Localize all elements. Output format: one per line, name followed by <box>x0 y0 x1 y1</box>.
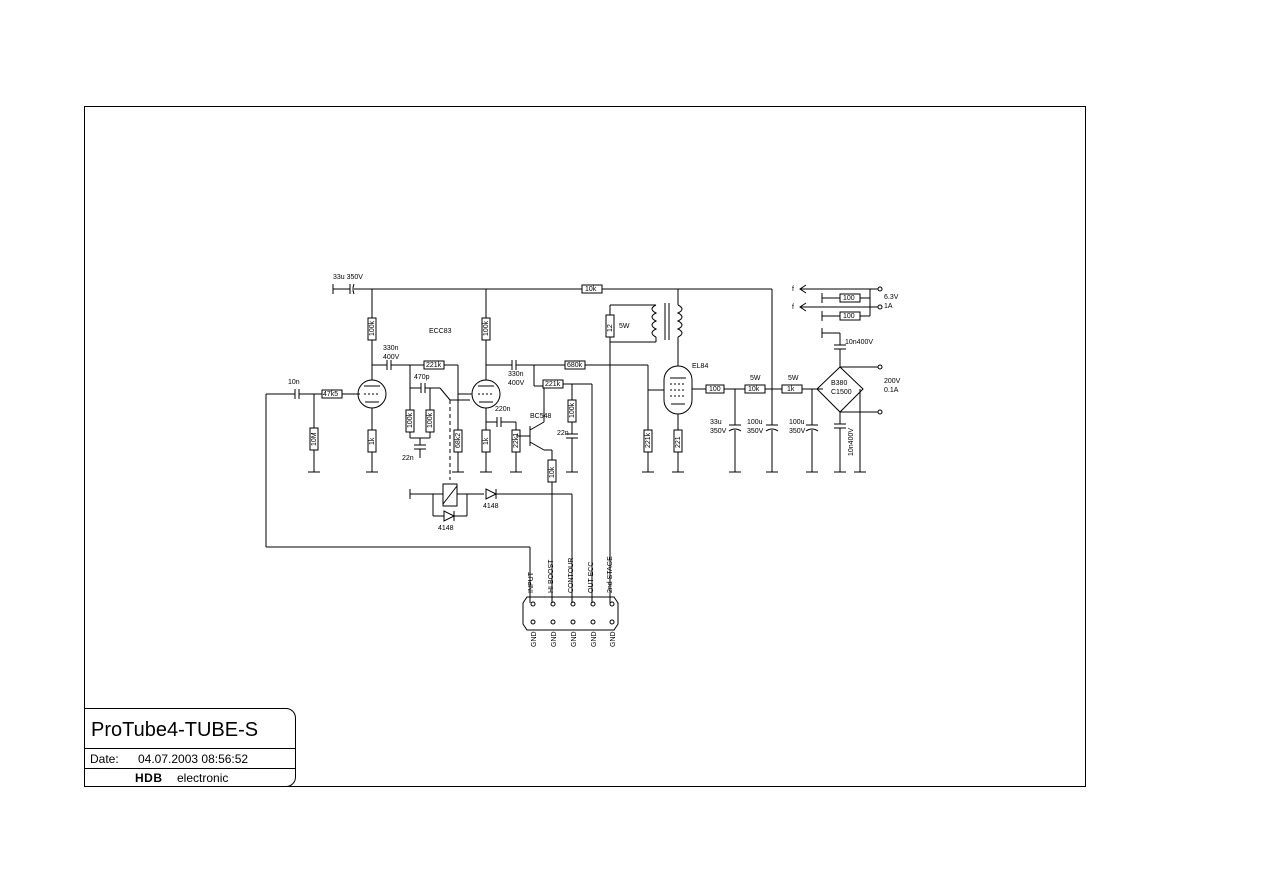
label-r-680k: 680k <box>567 362 583 369</box>
label-r-plate2: 100k <box>483 320 490 336</box>
label-r-100: 100 <box>709 386 721 393</box>
label-sw-5w-c: 5W <box>788 375 799 382</box>
label-sw-5w-b: 5W <box>750 375 761 382</box>
label-c-10n-bot: 10n400V <box>848 428 855 456</box>
tube-1 <box>357 289 572 522</box>
supply-rail <box>332 283 773 389</box>
connector <box>522 596 619 631</box>
label-r-plate1: 100k <box>369 320 376 336</box>
label-r-22k1: 22k1 <box>513 433 520 448</box>
label-c-220n: 220n <box>495 406 511 413</box>
tube-2 <box>458 289 654 603</box>
label-f1: f <box>792 286 794 293</box>
drawing-frame <box>84 106 1086 787</box>
label-r-221-cath: 221 <box>675 436 682 448</box>
label-c-in: 10n <box>288 379 300 386</box>
label-r-12: 12 <box>607 324 614 332</box>
label-r-100k-b: 100k <box>427 412 434 428</box>
label-r-in: 47k5 <box>323 391 338 398</box>
label-r-coupling: 221k <box>426 362 442 369</box>
pin-label-hi-boost: HI BOOST <box>548 559 555 593</box>
label-r-10k-r: 10k <box>748 386 760 393</box>
label-r-grid: 10M <box>311 432 318 446</box>
label-r-10k-top: 10k <box>585 286 597 293</box>
pin-label-gnd-3: GND <box>571 631 578 647</box>
company-logo: HDB <box>135 771 163 785</box>
label-diode2: 4148 <box>483 503 499 510</box>
pin-label-gnd-1: GND <box>531 631 538 647</box>
label-r-1k: 1k <box>787 386 795 393</box>
label-r-221k-b: 221k <box>545 381 561 388</box>
pin-label-gnd-2: GND <box>551 631 558 647</box>
label-r-cathode2: 1k <box>483 437 490 445</box>
label-r-68k2: 68k2 <box>455 433 462 448</box>
label-c-supply: 33u 350V <box>333 274 363 281</box>
label-transistor: BC548 <box>530 413 552 420</box>
pin-label-gnd-4: GND <box>591 631 598 647</box>
label-r-heat1: 100 <box>843 295 855 302</box>
label-c-470p: 470p <box>414 374 430 381</box>
label-c-22n-a: 22n <box>402 455 414 462</box>
label-tube-el: EL84 <box>692 363 708 370</box>
pin-label-gnd-5: GND <box>610 631 617 647</box>
label-r-221k-c: 221k <box>645 432 652 448</box>
label-r-100k-c: 100k <box>569 402 576 418</box>
pin-label-2nd-stage: 2nd STAGE <box>607 556 614 593</box>
title-divider <box>85 748 295 749</box>
label-r-100k-a: 100k <box>407 412 414 428</box>
label-diode1: 4148 <box>438 525 454 532</box>
input-stage <box>265 389 531 603</box>
output-stage <box>605 303 745 603</box>
label-c-10n-top: 10n400V <box>845 339 873 346</box>
pin-label-input: INPUT <box>528 571 535 593</box>
date-label: Date: <box>90 752 119 766</box>
label-sw-5w-a: 5W <box>619 323 630 330</box>
company-name: electronic <box>177 771 229 785</box>
label-r-cathode1: 1k <box>369 437 376 445</box>
label-c-22n-b: 22n <box>557 430 569 437</box>
label-f2: f <box>792 304 794 311</box>
label-tube-ecc: ECC83 <box>429 328 452 335</box>
title-block: ProTube4-TUBE-S Date: 04.07.2003 08:56:5… <box>84 708 296 787</box>
date-value: 04.07.2003 08:56:52 <box>138 752 249 766</box>
label-r-10k-bot: 10k <box>549 466 556 478</box>
pin-label-out-ecc: OUT ECC <box>588 562 595 593</box>
date-divider <box>85 768 295 769</box>
drawing-title: ProTube4-TUBE-S <box>91 719 259 741</box>
pin-label-contour: CONTOUR <box>568 558 575 593</box>
label-r-heat2: 100 <box>843 313 855 320</box>
power-supply <box>728 284 883 473</box>
